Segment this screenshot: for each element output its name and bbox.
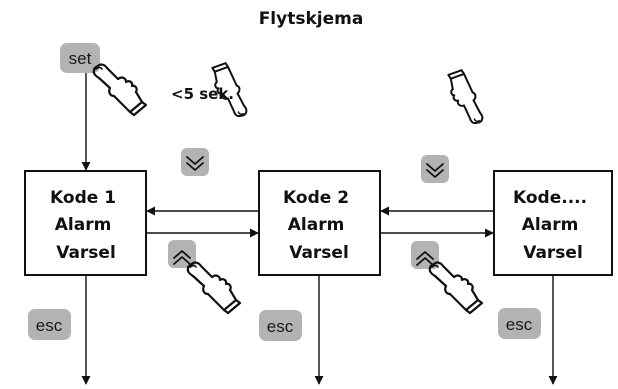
esc-key-3: [498, 308, 541, 339]
svg-text:Kode 1 Alarm Varsel: Kode 1 Alarm Varsel: [50, 188, 122, 263]
timing-note: <5 sek.: [171, 85, 234, 103]
box1-line1: Kode 1: [50, 188, 116, 208]
box3-line3: Varsel: [523, 243, 583, 263]
double-chevron-up-icon: [168, 240, 196, 268]
svg-text:Kode 2 Alarm Varsel: Kode 2 Alarm Varsel: [283, 188, 355, 263]
double-chevron-up-icon: [411, 241, 439, 269]
double-chevron-down-icon: [421, 155, 449, 183]
pointing-hand-icon: [186, 261, 242, 315]
box3-line2: Alarm: [522, 215, 579, 235]
pointing-hand-icon: [428, 261, 484, 315]
esc-key-1-label: esc: [36, 316, 63, 335]
esc-key-1: [28, 309, 71, 340]
box1-line2: Alarm: [55, 215, 112, 235]
pointing-hand-icon: [92, 63, 148, 117]
state-box-3: [493, 170, 613, 276]
box2-line1: Kode 2: [283, 188, 349, 208]
esc-key-2-label: esc: [267, 317, 294, 336]
box3-line1: Kode....: [513, 188, 587, 208]
double-chevron-down-icon: [181, 148, 209, 176]
pointing-hand-icon: [434, 65, 497, 127]
set-key: [60, 43, 100, 73]
box2-line3: Varsel: [289, 243, 349, 263]
esc-key-3-label: esc: [506, 315, 533, 334]
set-key-label: set: [69, 49, 92, 68]
esc-key-2: [259, 310, 302, 341]
svg-text:Kode.... Alarm Varsel: Kode.... Alarm Varsel: [513, 188, 593, 263]
box2-line2: Alarm: [288, 215, 345, 235]
diagram-title: Flytskjema: [259, 9, 364, 29]
box1-line3: Varsel: [56, 243, 116, 263]
state-box-1: [24, 170, 147, 276]
